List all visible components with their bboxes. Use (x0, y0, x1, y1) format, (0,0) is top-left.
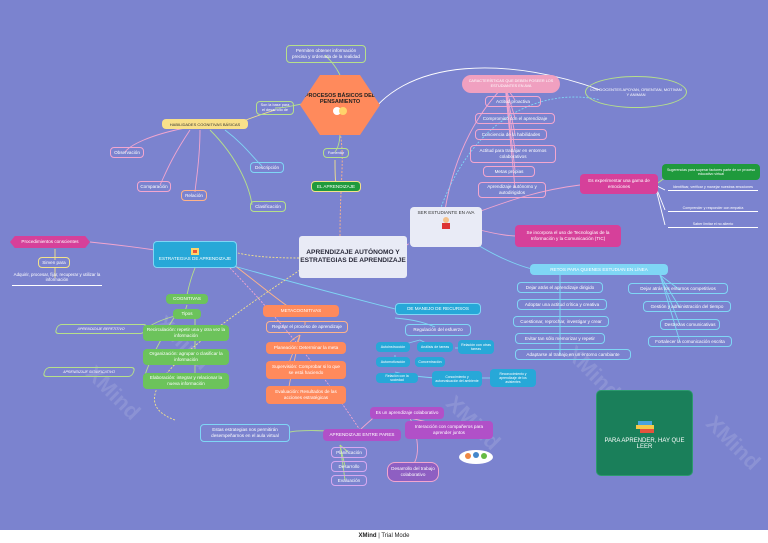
node-relacion-sociedad[interactable]: Relación con la sociedad (376, 373, 418, 383)
estrategias-title: ESTRATEGIAS DE APRENDIZAJE (158, 256, 232, 262)
node-conciencia[interactable]: Conciencia de la habilidades (475, 129, 547, 140)
node-comprender[interactable]: Comprender y responder con empatía (668, 206, 758, 213)
node-aprendizaje-significativo[interactable]: APRENDIZAJE SIGNIFICATIVO (42, 367, 136, 377)
procesos-title: PROCESOS BÁSICOS DEL PENSAMIENTO (304, 93, 376, 105)
node-incorpora[interactable]: Se incorpora el uso de Tecnologías de la… (515, 225, 621, 247)
node-desarrollo-colaborativo[interactable]: Desarrollo del trabajo colaborativo (387, 462, 439, 482)
node-compromiso[interactable]: Compromiso con el aprendizaje (475, 113, 555, 124)
node-regular[interactable]: Regular el proceso de aprendizaje (266, 321, 348, 333)
reading-label: PARA APRENDER, HAY QUE LEER (604, 437, 685, 450)
node-aprendizaje-repetitivo[interactable]: APRENDIZAJE REPETITIVO (54, 324, 148, 334)
reading-topic[interactable]: PARA APRENDER, HAY QUE LEER (597, 391, 692, 475)
node-planificacion[interactable]: Planificación (331, 447, 367, 458)
node-supervision[interactable]: Supervisión: Comprobar si lo que se está… (266, 361, 346, 379)
node-adoptar[interactable]: Adoptar una actitud crítica y creativa (517, 299, 607, 310)
node-sirven[interactable]: Sirven para (38, 257, 70, 268)
central-topic[interactable]: APRENDIZAJE AUTÓNOMO Y ESTRATEGIAS DE AP… (299, 236, 407, 278)
node-reconocimiento[interactable]: Reconocimiento y aprendizaje de los asis… (490, 369, 536, 387)
node-procedimientos[interactable]: Procedimientos conscientes (10, 236, 90, 248)
estudiante-topic[interactable]: SER ESTUDIANTE EN AVA (410, 207, 482, 247)
books-icon (635, 420, 654, 433)
node-sugerencias[interactable]: Sugerencias para superar factores parte … (662, 164, 760, 180)
node-evitar[interactable]: Evitar tan sólo memorizar y repetir (515, 333, 605, 344)
node-evaluacion[interactable]: Evaluación: Resultados de las acciones e… (266, 386, 346, 404)
node-permitiran[interactable]: Estas estrategias nos permitirán desempe… (200, 424, 290, 442)
node-elaboracion[interactable]: Elaboración: integrar y relacionar la nu… (143, 373, 229, 389)
student-icon (442, 216, 450, 229)
node-el-aprendizaje[interactable]: EL APRENDIZAJE (311, 181, 361, 192)
node-adaptarse[interactable]: Adaptarse al trabajo en un entorno cambi… (515, 349, 631, 360)
node-adquirir[interactable]: Adquirir, procesar, fijar, recuperar y u… (12, 272, 102, 286)
node-caracteristicas[interactable]: CARACTERÍSTICAS QUE DEBEN POSEER LOS EST… (462, 75, 560, 93)
node-actitud-trabajo[interactable]: Actitud para trabajar en entornos colabo… (470, 145, 556, 163)
node-fomentar[interactable]: Fomentar (323, 148, 349, 158)
node-observacion[interactable]: Observación (110, 147, 144, 158)
estudiante-title: SER ESTUDIANTE EN AVA (417, 210, 475, 215)
node-dejar2[interactable]: Dejar atrás los entornos competitivos (628, 283, 728, 294)
node-cuestionar[interactable]: Cuestionar, reprochar, investigar y crea… (513, 316, 609, 327)
footer-brand: XMind (358, 533, 377, 539)
node-evaluacion-pares[interactable]: Evaluación (331, 475, 367, 486)
node-gestion[interactable]: Gestión y administración del tiempo (643, 301, 731, 312)
metacognitivas-topic[interactable]: METACOGNITIVAS (263, 305, 339, 317)
node-docentes[interactable]: LOS DOCENTES APOYAN, ORIENTAN, MOTIVAN Y… (585, 76, 687, 108)
node-automotivacion[interactable]: Automotivación (376, 357, 410, 367)
entre-pares-topic[interactable]: APRENDIZAJE ENTRE PARES (323, 429, 401, 441)
node-planeacion[interactable]: Planeación: Determinar la meta (266, 342, 346, 354)
strategy-icon (191, 248, 199, 256)
node-descripcion[interactable]: Descripción (250, 162, 284, 173)
node-regulacion[interactable]: Regulación del esfuerzo (405, 324, 471, 336)
node-recirculacion[interactable]: Recirculación: repetir una y otra vez la… (143, 325, 229, 341)
node-base[interactable]: Son la base para el desarrollo de (256, 101, 294, 115)
node-metas[interactable]: Metas propias (483, 166, 535, 177)
node-identificar[interactable]: Identificar, verificar y manejar nuestra… (668, 185, 758, 192)
node-organizacion[interactable]: Organización: agrupar o clasificar la in… (143, 349, 229, 365)
node-fortalecer[interactable]: Fortalecer la comunicación escrita (648, 336, 732, 347)
node-relacion-otras[interactable]: Relación con otras tareas (458, 340, 494, 354)
node-analisis[interactable]: Análisis de tareas (417, 342, 453, 352)
thinking-people-icon (333, 107, 347, 115)
node-aprendiz[interactable]: Aprendizaje autónomo y autodirigidos (478, 182, 546, 198)
node-concentracion[interactable]: Concentración (415, 357, 445, 367)
node-destrezas[interactable]: Destrezas comunicativas (660, 319, 720, 330)
node-relacion[interactable]: Relación (181, 190, 207, 201)
node-comparacion[interactable]: Comparación (137, 181, 171, 192)
node-conocimiento[interactable]: Conocimiento y autoevaluación del ambien… (432, 371, 482, 387)
node-retos[interactable]: RETOS PARA QUIENES ESTUDIAN EN LÍNEA (530, 264, 668, 275)
node-dejar1[interactable]: Dejar atrás el aprendizaje dirigido (517, 282, 603, 293)
node-actitud[interactable]: Actitud proactiva (485, 96, 541, 107)
node-autoinstruccion[interactable]: Autoinstrucción (376, 342, 410, 352)
mind-map-canvas: XMind XMind XMind XMind XMind APRENDIZAJ… (10, 45, 766, 486)
footer-mode: Trial Mode (381, 533, 410, 539)
estrategias-topic[interactable]: ESTRATEGIAS DE APRENDIZAJE (153, 241, 237, 268)
collaboration-icon (459, 450, 493, 464)
node-habilidades[interactable]: HABILIDADES COGNITIVAS BÁSICAS (162, 119, 248, 129)
node-experimentar[interactable]: Es experimentar una gama de emociones (580, 174, 658, 194)
node-interaccion[interactable]: Interacción con compañeros para aprender… (405, 421, 493, 439)
procesos-basicos-topic[interactable]: PROCESOS BÁSICOS DEL PENSAMIENTO (300, 75, 380, 135)
node-tipos[interactable]: Tipos (173, 309, 201, 319)
node-sobre[interactable]: Saber limitar el no aliento (668, 222, 758, 229)
footer-bar: XMind | Trial Mode (0, 530, 768, 543)
manejo-topic[interactable]: DE MANEJO DE RECURSOS (395, 303, 481, 315)
node-cognitivas[interactable]: COGNITIVAS (166, 294, 208, 304)
node-colaborativo[interactable]: Es un aprendizaje colaborativo (370, 407, 444, 419)
node-clasificacion[interactable]: Clasificación (250, 201, 286, 212)
node-permiten[interactable]: Permiten obtener información precisa y o… (286, 45, 366, 63)
node-desarrollo[interactable]: Desarrollo (331, 461, 367, 472)
